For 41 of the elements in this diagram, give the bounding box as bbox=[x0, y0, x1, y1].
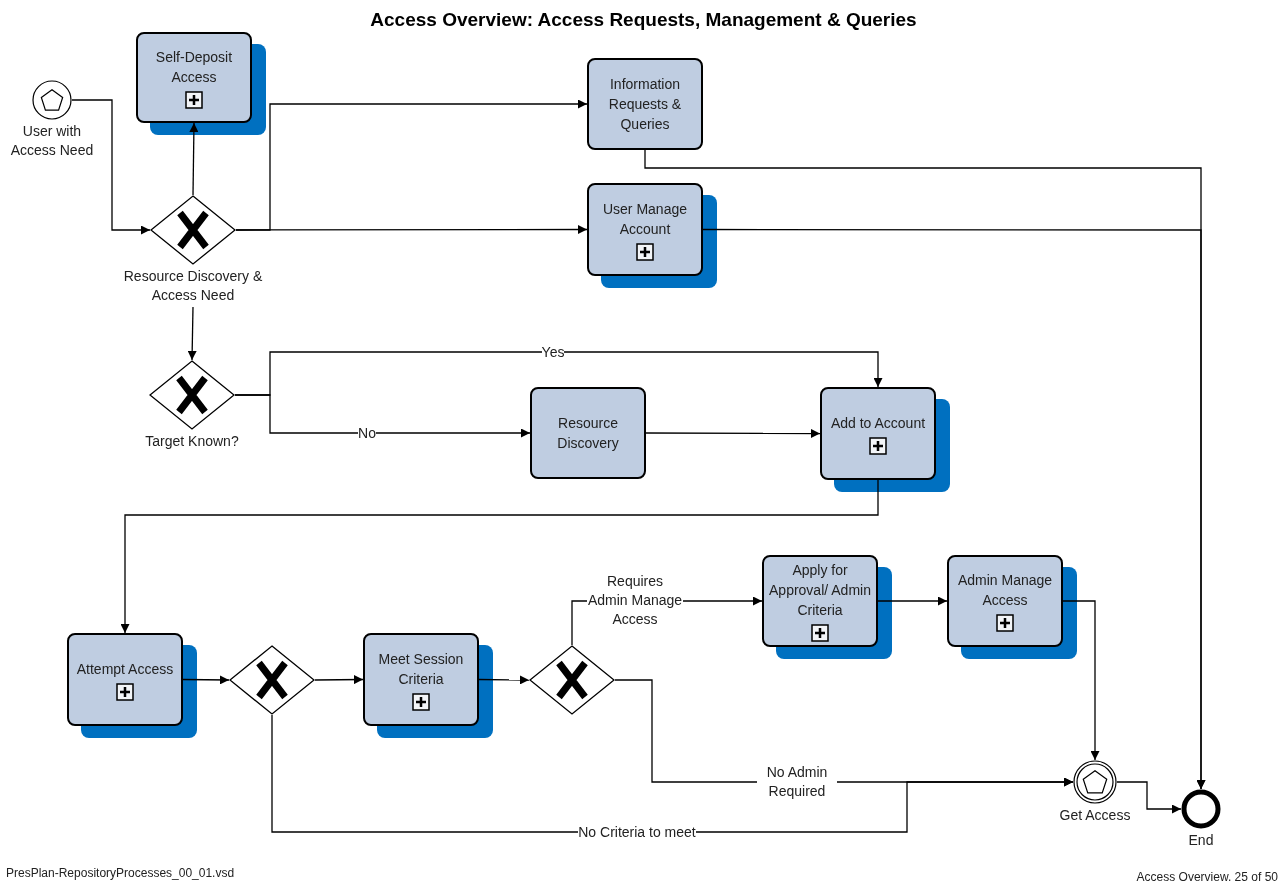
task-label: Self-Deposit Access bbox=[154, 47, 234, 87]
subprocess-box bbox=[587, 183, 703, 276]
subprocess-box bbox=[762, 555, 878, 647]
connector-arrow bbox=[120, 479, 879, 634]
connector-arrow bbox=[234, 394, 531, 438]
task-label: Meet Session Criteria bbox=[377, 649, 465, 689]
event-label: End bbox=[1188, 831, 1214, 850]
task-label: Attempt Access bbox=[76, 659, 174, 679]
diagram-title: Access Overview: Access Requests, Management & Queries bbox=[369, 8, 918, 32]
task-label: Resource Discovery bbox=[556, 414, 620, 453]
connector-arrow bbox=[189, 122, 199, 196]
edge-label: No Admin Required bbox=[757, 763, 837, 801]
connector-arrow bbox=[1116, 781, 1182, 814]
task-label: Apply for Approval/ Admin Criteria bbox=[768, 561, 872, 620]
subprocess-box bbox=[947, 555, 1063, 647]
connector-arrow bbox=[187, 306, 197, 361]
task-label: Information Requests & Queries bbox=[607, 75, 683, 134]
task-box bbox=[530, 387, 646, 479]
connector-arrow bbox=[1062, 600, 1100, 761]
connector-arrow bbox=[645, 428, 821, 438]
subprocess-box bbox=[820, 387, 936, 480]
connector-arrow bbox=[71, 99, 151, 235]
file-name-note: PresPlan-RepositoryProcesses_00_01.vsd bbox=[6, 865, 235, 882]
event-label: User with Access Need bbox=[9, 122, 95, 160]
task-label: User Manage Account bbox=[601, 199, 688, 239]
connector-arrow bbox=[478, 675, 530, 685]
connector-arrow bbox=[314, 675, 364, 685]
subprocess-box bbox=[67, 633, 183, 726]
task-label: Add to Account bbox=[830, 413, 926, 433]
connector-arrow bbox=[702, 228, 1206, 790]
subprocess-box bbox=[136, 32, 252, 123]
subprocess-box bbox=[363, 633, 479, 726]
task-box bbox=[587, 58, 703, 150]
task-label: Admin Manage Access bbox=[956, 571, 1054, 610]
event-label: Get Access bbox=[1059, 806, 1131, 825]
event-label: Resource Discovery & Access Need bbox=[122, 267, 264, 305]
page-number-note: Access Overview. 25 of 50 bbox=[1136, 869, 1278, 884]
connector-arrow bbox=[182, 675, 230, 685]
event-label: Target Known? bbox=[145, 432, 239, 451]
connector-arrow bbox=[235, 225, 588, 234]
connector-arrow bbox=[877, 596, 948, 606]
